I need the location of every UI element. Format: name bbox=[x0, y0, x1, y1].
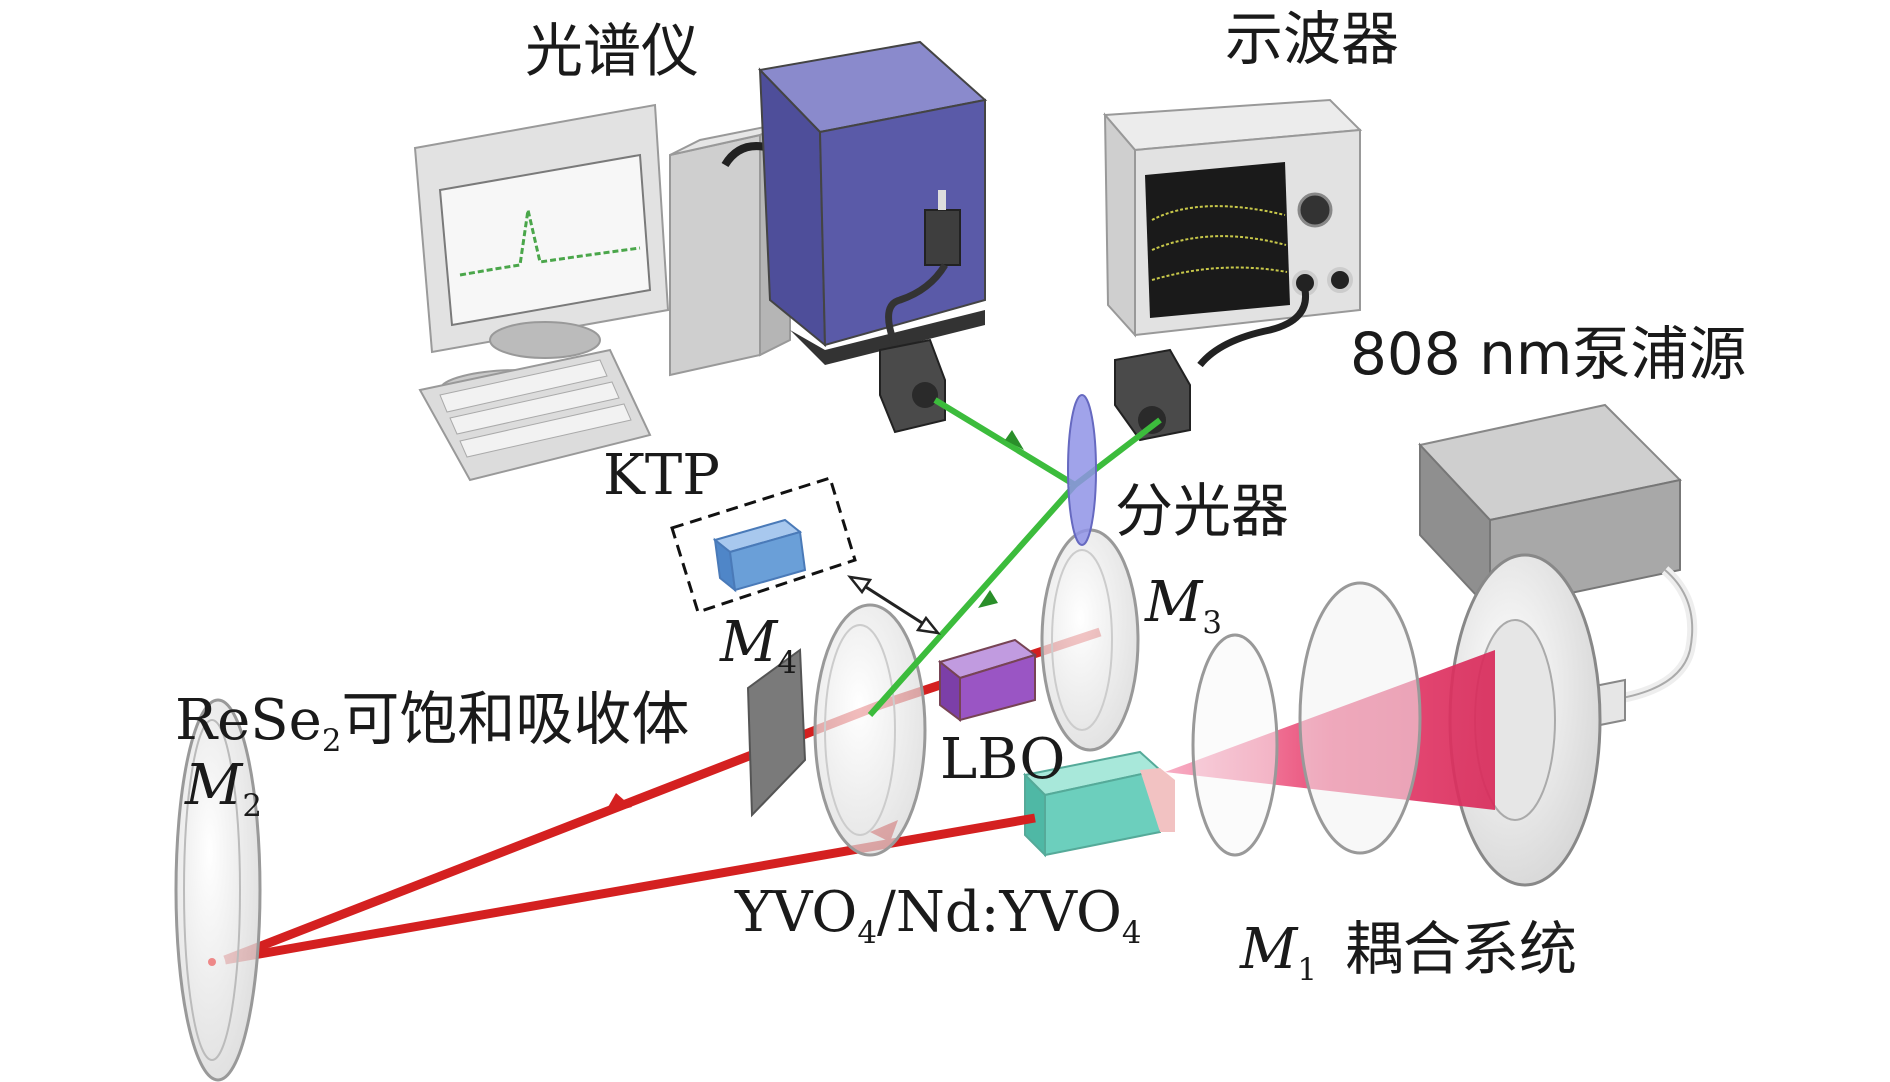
m4-mirror bbox=[813, 603, 927, 857]
m3-mirror bbox=[1040, 528, 1140, 752]
label-m1: M1 bbox=[1240, 917, 1317, 989]
laser-crystal bbox=[1022, 750, 1175, 858]
label-crystal: YVO4/Nd:YVO4 bbox=[735, 880, 1142, 952]
detector-left bbox=[879, 338, 946, 434]
spectrometer bbox=[757, 40, 988, 365]
label-rese2: ReSe2可饱和吸收体 bbox=[175, 685, 690, 760]
swap-arrow bbox=[847, 575, 941, 635]
m1-mirror bbox=[1191, 633, 1279, 857]
label-ktp: KTP bbox=[603, 443, 720, 508]
beam-return bbox=[224, 813, 1036, 965]
label-lbo: LBO bbox=[940, 727, 1066, 792]
coupling-system bbox=[1165, 553, 1602, 887]
beam-splitter bbox=[1067, 394, 1097, 546]
spectrum-trace bbox=[459, 209, 641, 277]
label-m3: M3 bbox=[1145, 570, 1222, 642]
beam-arrow-1 bbox=[604, 793, 632, 814]
scope-screen bbox=[1145, 162, 1290, 318]
monitor-screen bbox=[438, 153, 652, 327]
scope-knob bbox=[1297, 192, 1333, 228]
label-spectrometer: 光谱仪 bbox=[525, 17, 700, 85]
label-m2: M2 bbox=[185, 753, 262, 825]
label-beam-splitter: 分光器 bbox=[1115, 477, 1290, 545]
rese2-absorber bbox=[746, 648, 807, 818]
lbo-crystal bbox=[937, 638, 1038, 722]
detector-right bbox=[1114, 348, 1191, 442]
label-oscilloscope: 示波器 bbox=[1225, 5, 1400, 73]
ktp-box bbox=[670, 476, 857, 614]
label-pump-source: 808 nm泵浦源 bbox=[1350, 320, 1747, 388]
m2-mirror bbox=[174, 698, 262, 1082]
oscilloscope bbox=[1102, 98, 1363, 368]
label-coupling: 耦合系统 bbox=[1345, 915, 1578, 983]
computer bbox=[413, 103, 791, 482]
label-m4: M4 bbox=[720, 610, 797, 682]
